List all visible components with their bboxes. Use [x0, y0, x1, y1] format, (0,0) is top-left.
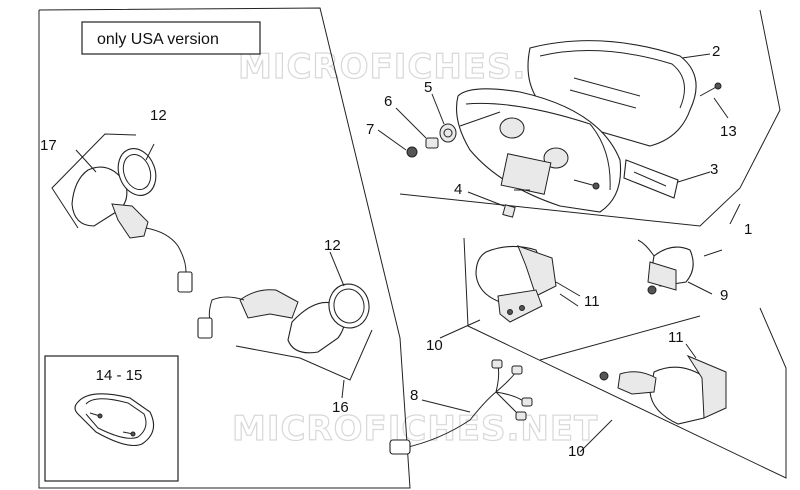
rear-signals-panel-outline [463, 237, 787, 479]
callout-6: 6 [384, 93, 392, 110]
usa-version-panel-outline [38, 7, 411, 489]
callout-4: 4 [454, 181, 462, 198]
callout-10-lower: 10 [568, 443, 585, 460]
leader-lines [439, 203, 741, 453]
turn-signal-rear-upper [475, 245, 581, 323]
callout-9: 9 [720, 287, 728, 304]
tail-light-housing [455, 88, 622, 213]
watermark-bottom: MICROFICHES.NET [232, 409, 598, 449]
callout-12-right: 12 [324, 237, 341, 254]
callout-1: 1 [744, 221, 752, 238]
callout-7: 7 [366, 121, 374, 138]
tail-light-gasket [623, 159, 711, 199]
callout-5: 5 [424, 79, 432, 96]
screw-13 [699, 82, 729, 119]
note-box-text: only USA version [97, 31, 219, 48]
callout-16: 16 [332, 399, 349, 416]
turn-signal-front-left [51, 133, 193, 293]
small-hardware-5-6-7 [377, 93, 501, 158]
callout-11-lower: 11 [668, 329, 684, 346]
turn-signal-front-right [197, 251, 373, 399]
bracket-4 [467, 191, 516, 218]
tail-light-group-outline [399, 9, 781, 227]
callout-11-upper: 11 [584, 293, 600, 310]
callout-2: 2 [712, 43, 720, 60]
turn-signal-rear-lower [599, 343, 727, 425]
callout-10-upper: 10 [426, 337, 443, 354]
callout-12-left: 12 [150, 107, 167, 124]
callout-3: 3 [710, 161, 718, 178]
callout-13: 13 [720, 123, 737, 140]
panel-divider [539, 315, 701, 361]
license-plate-light [637, 239, 723, 295]
callout-8: 8 [410, 387, 418, 404]
gasket-part [74, 393, 155, 447]
callout-14-15: 14 - 15 [96, 367, 143, 384]
wiring-harness [389, 359, 533, 455]
note-box [81, 21, 261, 55]
callout-17: 17 [40, 137, 57, 154]
